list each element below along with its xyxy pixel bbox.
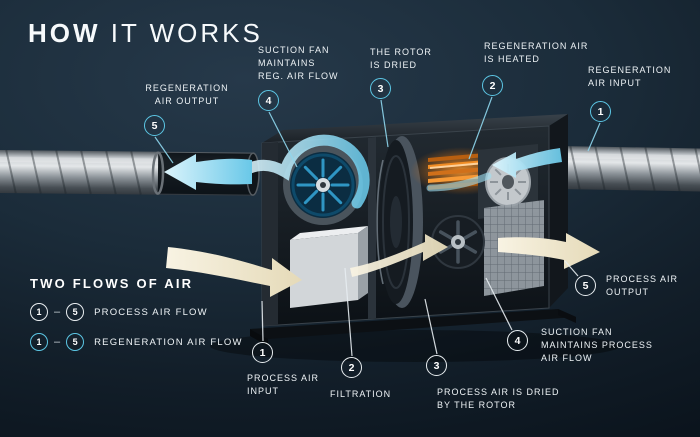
legend-row-process: 1 – 5 PROCESS AIR FLOW [30, 303, 243, 321]
filter-box [290, 226, 368, 308]
callout-label: REGENERATION AIR OUTPUT [145, 83, 229, 107]
legend-label-regen: REGENERATION AIR FLOW [94, 336, 243, 348]
callout-label: SUCTION FAN MAINTAINS PROCESS AIR FLOW [541, 327, 653, 364]
callout-number: 1 [252, 342, 273, 363]
legend-row-regen: 1 – 5 REGENERATION AIR FLOW [30, 333, 243, 351]
callout-label: REGENERATION AIR INPUT [588, 65, 672, 89]
legend-title: TWO FLOWS OF AIR [30, 276, 194, 291]
callout-label: THE ROTOR IS DRIED [370, 47, 432, 71]
legend-number-from: 1 [30, 303, 48, 321]
legend-number-from: 1 [30, 333, 48, 351]
callout-label: REGENERATION AIR IS HEATED [484, 41, 589, 65]
legend-dash: – [54, 336, 61, 348]
callout-label: PROCESS AIR IS DRIED BY THE ROTOR [437, 387, 560, 411]
callout-number: 4 [258, 90, 279, 111]
callout-number: 3 [426, 355, 447, 376]
callout-number: 5 [575, 275, 596, 296]
page-title-rest: IT WORKS [100, 18, 263, 48]
callout-label: PROCESS AIR INPUT [247, 373, 320, 397]
callout-number: 2 [341, 357, 362, 378]
callout-number: 1 [590, 101, 611, 122]
legend-number-to: 5 [66, 303, 85, 321]
duct-right [551, 145, 700, 192]
callout-number: 4 [507, 330, 528, 351]
process-air-flow-arrows [166, 233, 600, 297]
callout-label: SUCTION FAN MAINTAINS REG. AIR FLOW [258, 45, 339, 82]
page-title: HOW IT WORKS [28, 18, 263, 49]
callout-leader-lines [154, 96, 601, 357]
callout-number: 5 [144, 115, 165, 136]
callout-number: 2 [482, 75, 503, 96]
callout-number: 3 [370, 78, 391, 99]
regeneration-fan [283, 145, 363, 225]
callout-label: PROCESS AIR OUTPUT [606, 274, 679, 298]
page-title-bold: HOW [28, 18, 101, 48]
legend-dash: – [54, 306, 61, 318]
process-fan [431, 215, 485, 269]
legend: TWO FLOWS OF AIR 1 – 5 PROCESS AIR FLOW … [30, 276, 243, 351]
callout-label: FILTRATION [330, 389, 392, 399]
legend-label-process: PROCESS AIR FLOW [94, 306, 208, 318]
regen-air-flow-arrows [164, 134, 562, 209]
legend-number-to: 5 [66, 333, 85, 351]
